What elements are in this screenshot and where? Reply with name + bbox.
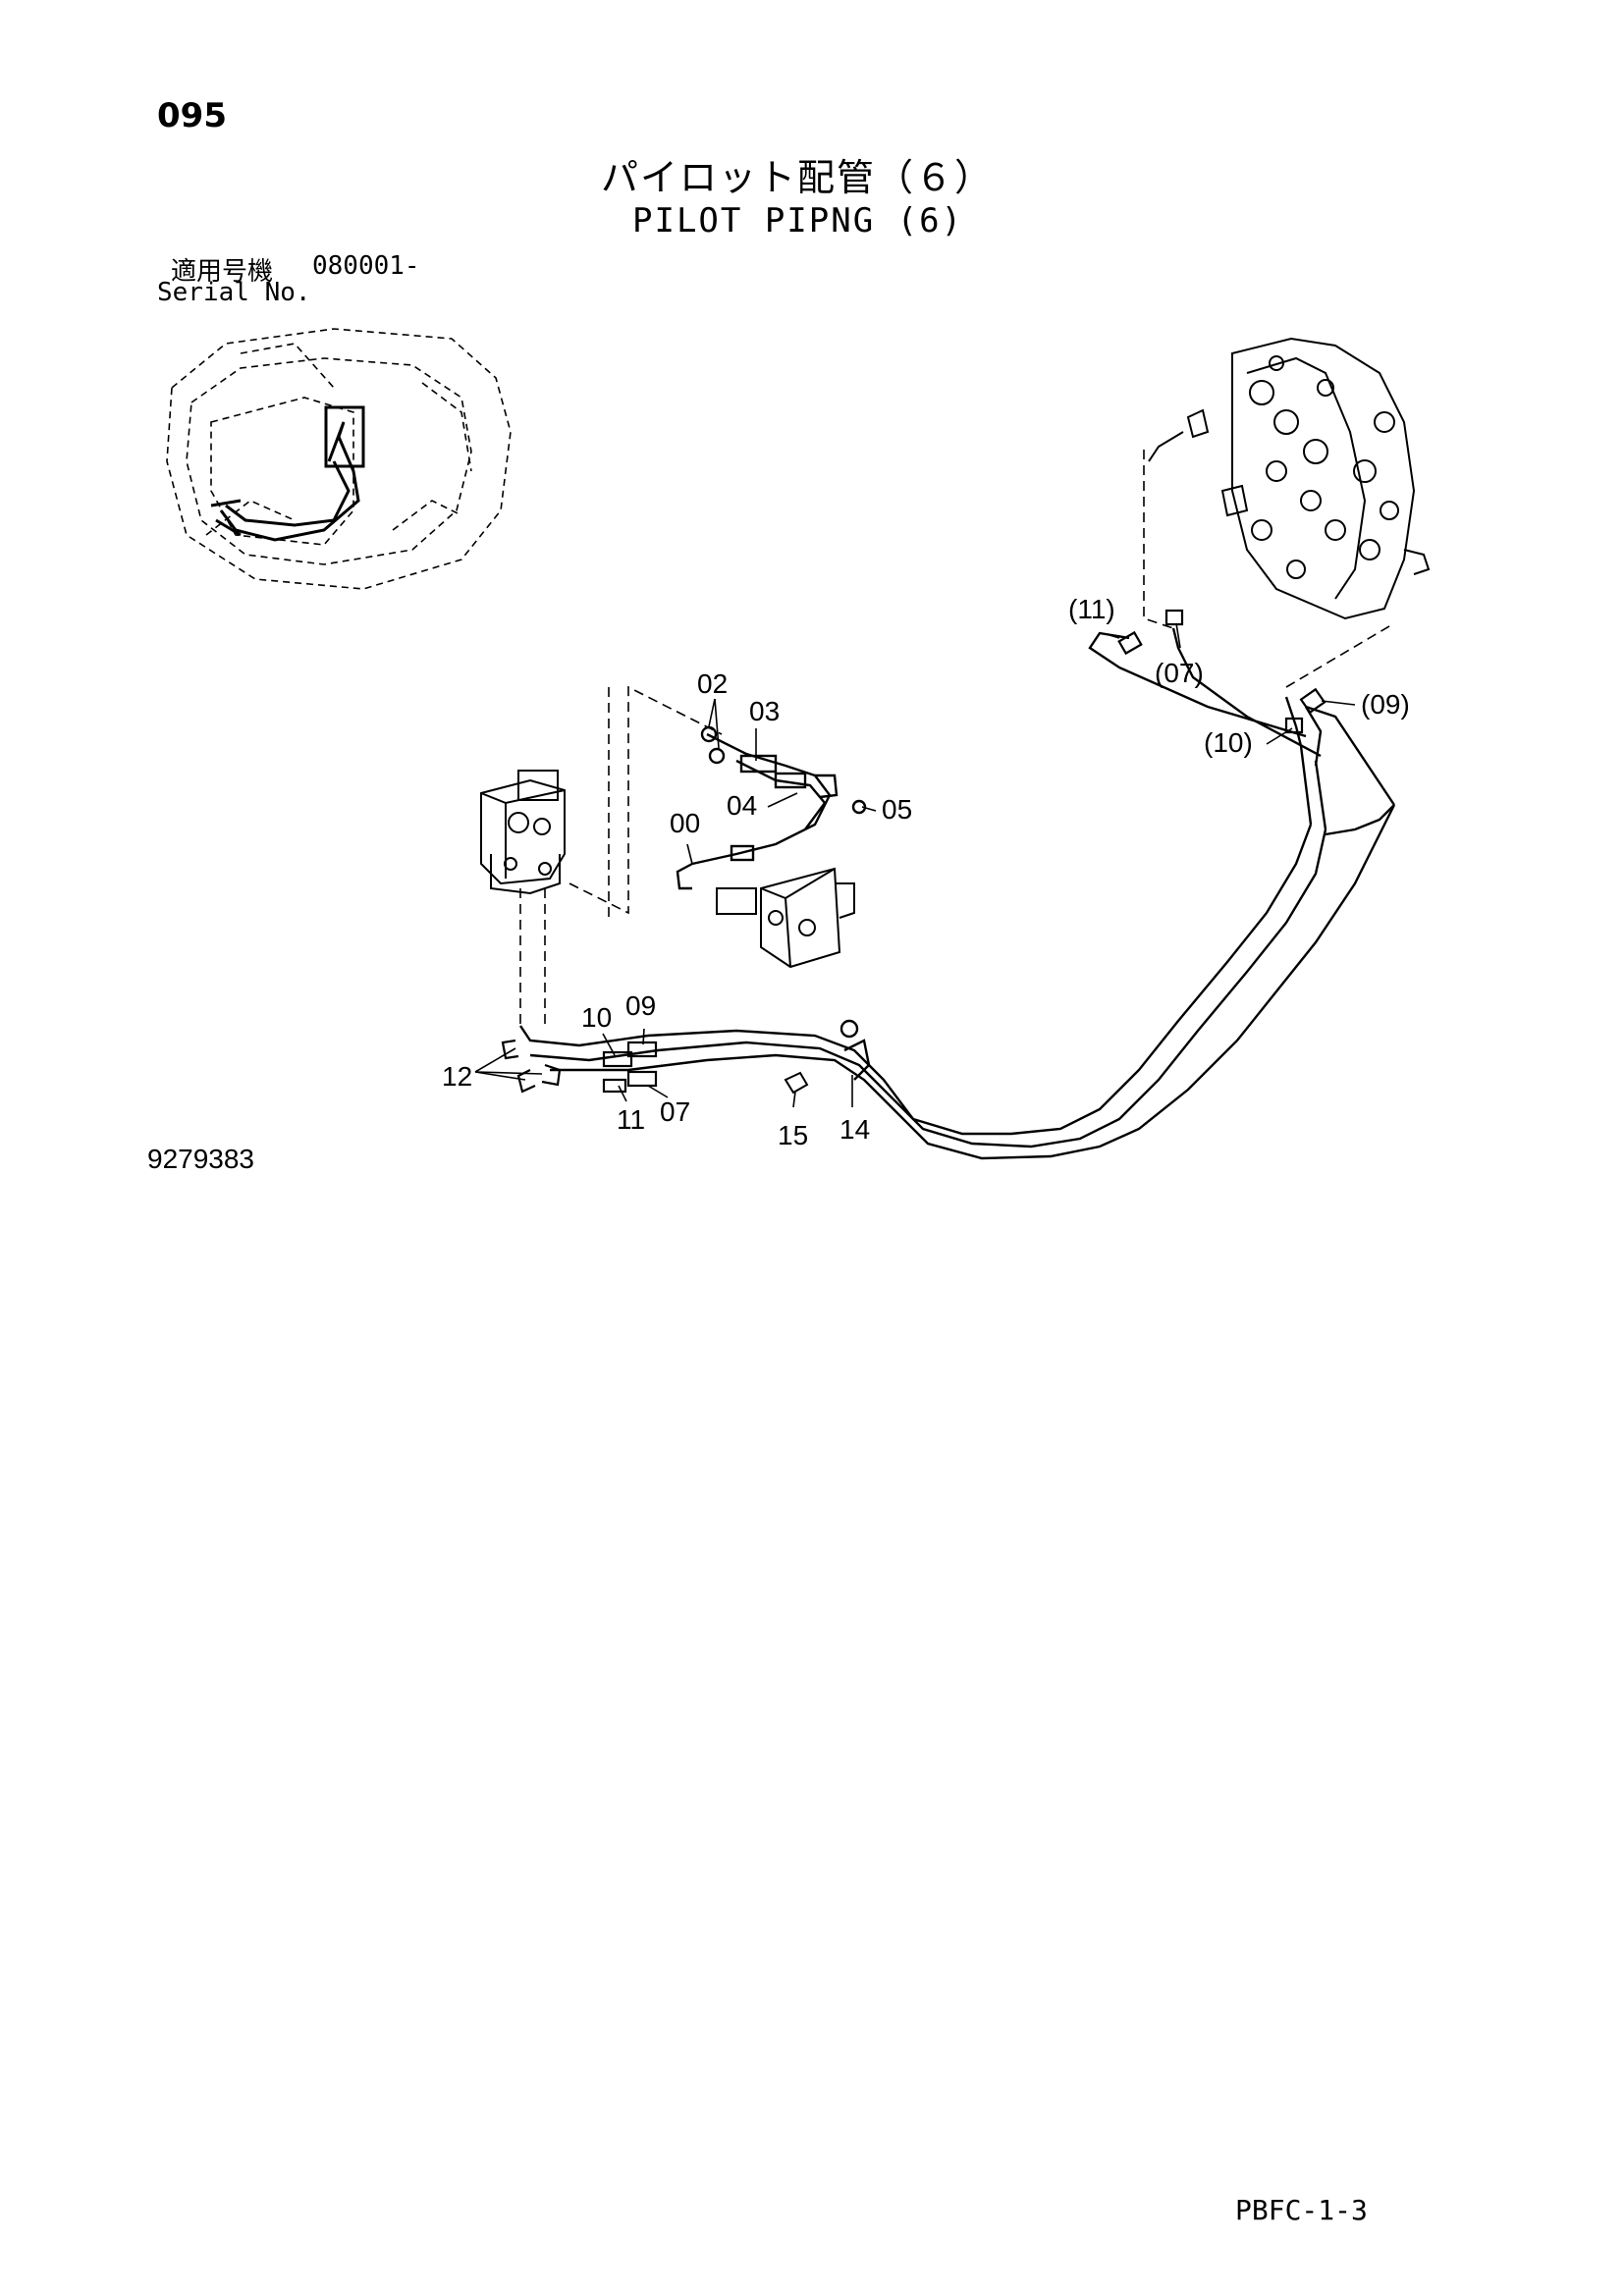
callout-12: 12 — [442, 1061, 472, 1092]
callout-p10: (10) — [1204, 727, 1253, 758]
solenoid-valve-block — [716, 867, 855, 969]
fittings-upper-right — [1117, 609, 1326, 734]
bolt-15 — [784, 1071, 809, 1095]
callout-05: 05 — [882, 794, 912, 825]
small-hose-assembly — [676, 725, 867, 890]
control-valve — [1148, 337, 1431, 620]
leader-lines — [474, 622, 1356, 1108]
main-hose-bundle — [519, 627, 1396, 1160]
callout-p09: (09) — [1361, 689, 1410, 720]
callout-03: 03 — [749, 696, 780, 726]
page-title-english: PILOT PIPNG (6) — [632, 201, 964, 240]
callout-p07: (07) — [1155, 658, 1204, 688]
fittings-lower-left — [501, 1039, 658, 1094]
hose-clamp — [839, 1019, 871, 1081]
connection-lines-dashed — [519, 450, 1395, 1026]
serial-value: 080001- — [312, 251, 420, 281]
callout-14: 14 — [839, 1114, 870, 1145]
callout-p11: (11) — [1068, 594, 1115, 624]
callout-09: 09 — [625, 990, 656, 1021]
serial-label-japanese: 適用号機 — [171, 257, 274, 287]
callout-00: 00 — [670, 808, 700, 838]
machine-overview-illustration — [166, 328, 512, 590]
page-number: 095 — [157, 96, 227, 135]
pilot-valve-left — [480, 770, 566, 895]
callout-11: 11 — [617, 1104, 645, 1135]
serial-label-english: Serial No. — [157, 278, 311, 307]
callout-07: 07 — [660, 1096, 690, 1127]
machine-overview-hoses — [210, 405, 365, 542]
callout-10: 10 — [581, 1002, 612, 1033]
page-reference: PBFC-1-3 — [1235, 2194, 1368, 2226]
callout-04: 04 — [727, 790, 757, 821]
callout-02: 02 — [697, 668, 728, 699]
drawing-number: 9279383 — [147, 1144, 255, 1174]
callout-15: 15 — [778, 1120, 808, 1150]
page-title-japanese: パイロット配管（６） — [601, 156, 995, 199]
